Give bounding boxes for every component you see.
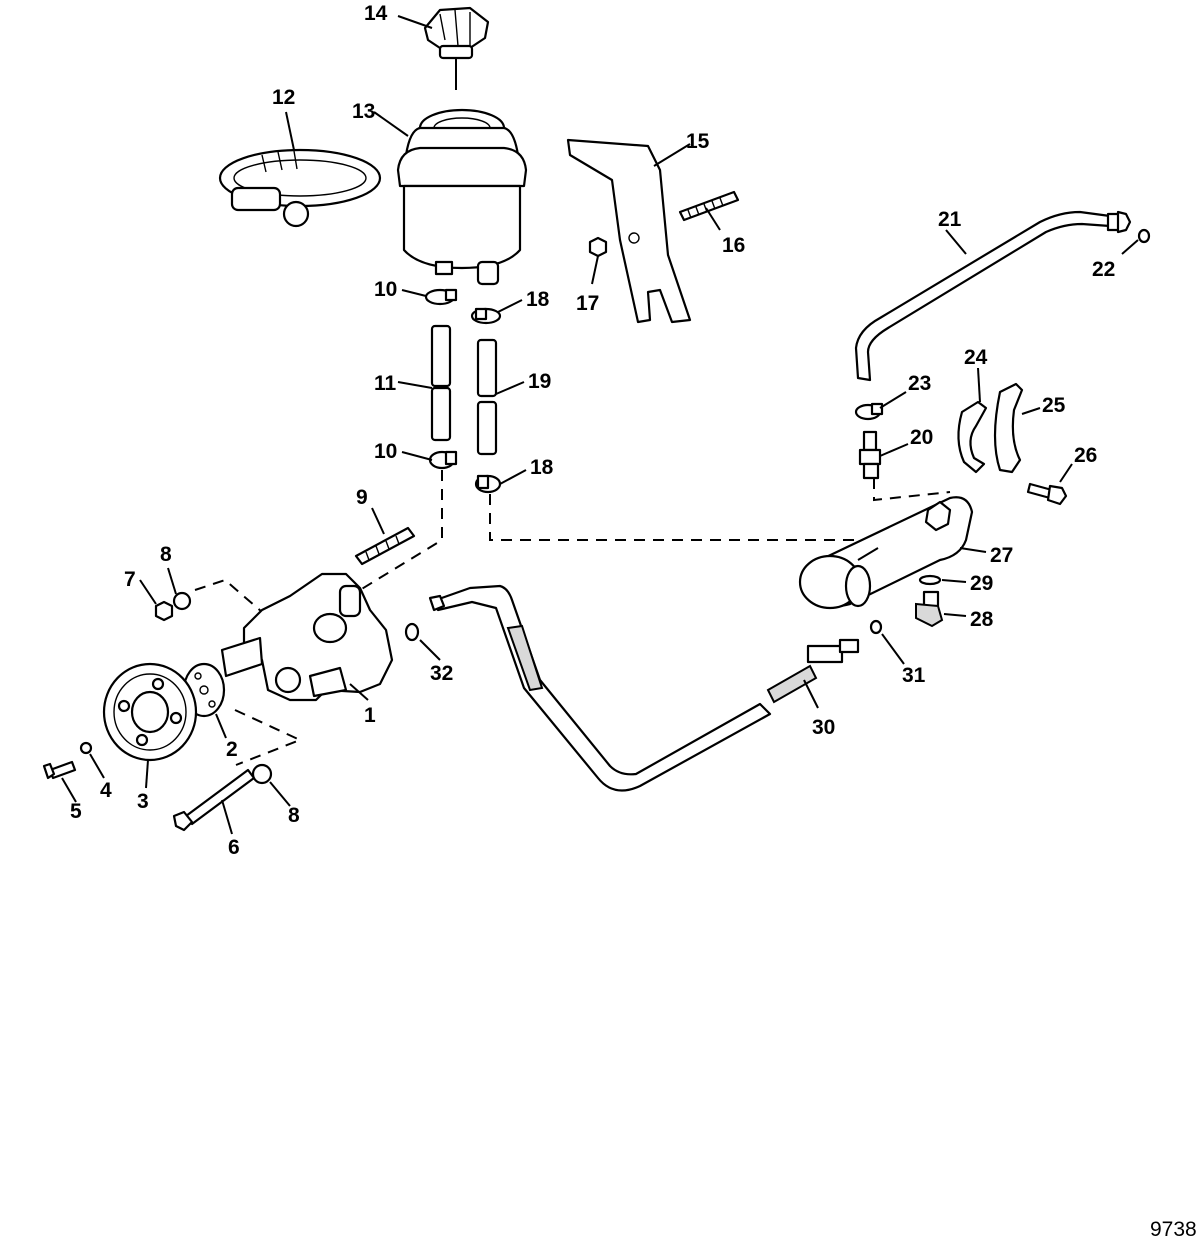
callout-28: 28 [970,608,994,631]
callout-25: 25 [1042,394,1066,417]
callout-4: 4 [100,779,112,802]
part-washer-4 [79,741,93,755]
assembly-lines [194,470,951,766]
part-clamp-23 [854,402,884,421]
callout-26: 26 [1074,444,1097,467]
part-clamp-bracket-24 [957,400,988,474]
part-nut-17 [588,236,608,258]
part-stud-16 [678,190,740,222]
callout-3: 3 [137,790,149,813]
part-pressure-hose [428,584,860,792]
part-bolt-5 [42,760,77,780]
part-o-ring-29 [918,574,942,586]
callout-10-top: 10 [374,278,397,301]
part-hose-11 [430,324,452,442]
callout-18-bottom: 18 [530,456,554,479]
part-clamp-10-bottom [428,450,458,470]
part-clamp-bracket-25 [993,382,1024,474]
callout-5: 5 [70,800,82,823]
part-clamp-10-top [424,288,458,306]
callout-16: 16 [722,234,745,257]
callout-21: 21 [938,208,962,231]
part-o-ring-32 [404,622,420,642]
callout-8-top: 8 [160,543,172,566]
part-reservoir [396,108,528,286]
part-power-steering-cooler [798,496,974,610]
callout-27: 27 [990,544,1013,567]
callout-24: 24 [964,346,988,369]
part-washer-8-bottom [251,763,273,785]
callout-labels: 1 2 3 4 5 6 7 8 8 9 10 10 11 12 13 14 15… [70,2,1115,859]
part-return-line [854,210,1132,382]
callout-31: 31 [902,664,926,687]
callout-11: 11 [374,372,397,395]
callout-12: 12 [272,86,295,109]
callout-23: 23 [908,372,931,395]
callout-32: 32 [430,662,453,685]
part-fitting-28 [915,590,944,628]
callout-13: 13 [352,100,375,123]
part-washer-8-top [172,591,192,611]
callout-15: 15 [686,130,710,153]
part-reservoir-cap [423,6,490,90]
callout-10-bottom: 10 [374,440,397,463]
part-o-ring-22 [1137,228,1151,244]
callout-30: 30 [812,716,835,739]
callout-1: 1 [364,704,376,727]
part-bolt-26 [1026,482,1068,506]
callout-17: 17 [576,292,599,315]
part-bolt-6 [172,768,256,832]
callout-6: 6 [228,836,240,859]
part-power-steering-pump [220,572,394,702]
callout-19: 19 [528,370,551,393]
part-o-ring-31 [869,619,883,635]
part-clamp-18-top [470,307,502,325]
leader-lines [61,15,1139,835]
callout-14: 14 [364,2,388,25]
callout-7: 7 [124,568,136,591]
callout-29: 29 [970,572,993,595]
part-stud-9 [354,526,416,566]
part-nut-7 [154,600,174,622]
figure-id: 9738 [1150,1218,1197,1241]
callout-8-bottom: 8 [288,804,300,827]
callout-2: 2 [226,738,238,761]
callout-18-top: 18 [526,288,550,311]
part-hose-19 [476,338,498,456]
callout-9: 9 [356,486,368,509]
part-hose-clamp-large [218,148,382,228]
callout-20: 20 [910,426,933,449]
part-pulley [102,662,198,762]
part-reservoir-bracket [566,138,692,324]
part-clamp-18-bottom [474,474,502,494]
part-fitting-20 [858,430,882,480]
callout-22: 22 [1092,258,1115,281]
